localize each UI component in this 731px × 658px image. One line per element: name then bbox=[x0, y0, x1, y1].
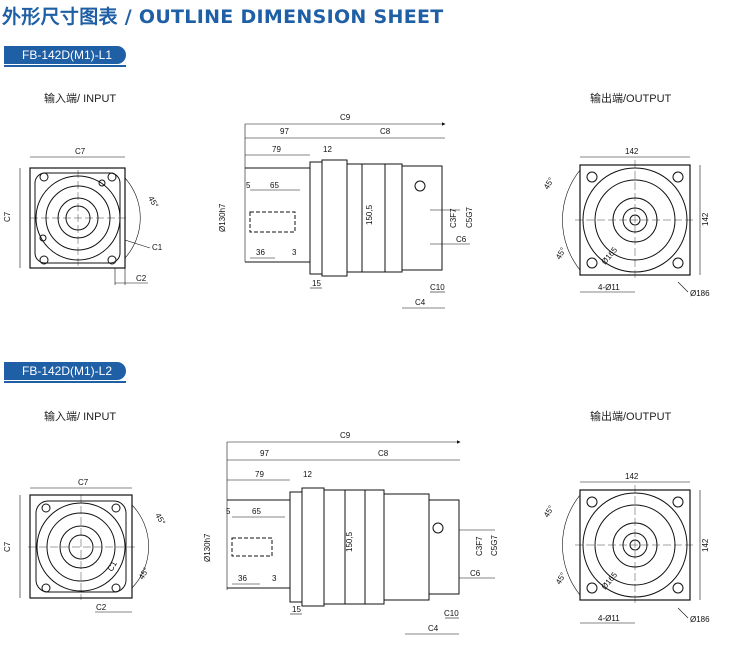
dim-142-side-l2: 142 bbox=[701, 538, 710, 552]
side-view-l1: C9 97 C8 79 12 5 65 Ø130h7 150,5 36 3 15… bbox=[218, 113, 474, 309]
dim-angle-out2-l1: 45° bbox=[554, 246, 568, 261]
dim-c7-side: C7 bbox=[3, 211, 12, 222]
dim-angle-out2-l2: 45° bbox=[554, 571, 568, 586]
dim-c9-l1: C9 bbox=[340, 113, 351, 122]
dim-3-l2: 3 bbox=[272, 574, 277, 583]
dim-c7-side-l2: C7 bbox=[3, 541, 12, 552]
dim-c2-l2: C2 bbox=[96, 603, 107, 612]
dim-11-l1: 4-Ø11 bbox=[598, 283, 620, 292]
dim-79-l1: 79 bbox=[272, 145, 281, 154]
dim-3-l1: 3 bbox=[292, 248, 297, 257]
dim-c4-l1: C4 bbox=[415, 298, 426, 307]
input-front-view-l2: C7 C7 45° 45° C1 C2 bbox=[3, 478, 167, 613]
dim-c7-top-l2: C7 bbox=[78, 478, 89, 487]
output-front-view-l2: 142 142 45° 45° Ø165 4-Ø11 Ø186 bbox=[542, 472, 710, 624]
input-label-l2: 输入端/ INPUT bbox=[44, 411, 117, 423]
dim-c5-l2: C5G7 bbox=[490, 535, 499, 556]
dim-angle-l2: 45° bbox=[153, 512, 167, 527]
dim-c10-l1: C10 bbox=[430, 283, 445, 292]
dim-c3-l1: C3F7 bbox=[449, 208, 458, 228]
dim-79-l2: 79 bbox=[255, 470, 264, 479]
output-label-l2: 输出端/OUTPUT bbox=[590, 411, 672, 423]
dim-12-l2: 12 bbox=[303, 470, 312, 479]
dim-97-l1: 97 bbox=[280, 127, 289, 136]
dim-150-l1: 150,5 bbox=[365, 204, 374, 225]
dim-c3-l2: C3F7 bbox=[475, 536, 484, 556]
dim-angle-out-l2: 45° bbox=[542, 504, 556, 519]
dim-angle-l1: 45° bbox=[146, 195, 160, 210]
dim-12-l1: 12 bbox=[323, 145, 332, 154]
dim-c8-l2: C8 bbox=[378, 449, 389, 458]
dim-c4-l2: C4 bbox=[428, 624, 439, 633]
dim-186-l1: Ø186 bbox=[690, 289, 710, 298]
dim-c1-l2: C1 bbox=[106, 559, 119, 573]
output-label-l1: 输出端/OUTPUT bbox=[590, 93, 672, 105]
dim-c1-l1: C1 bbox=[152, 243, 163, 252]
dim-15-l2: 15 bbox=[292, 605, 301, 614]
dim-c2-l1: C2 bbox=[136, 274, 147, 283]
output-front-view-l1: 142 142 45° 45° Ø165 4-Ø11 Ø186 bbox=[542, 147, 710, 298]
dim-c8-l1: C8 bbox=[380, 127, 391, 136]
dim-c5-l1: C5G7 bbox=[465, 207, 474, 228]
dim-c9-l2: C9 bbox=[340, 431, 351, 440]
dim-142-top-l1: 142 bbox=[625, 147, 639, 156]
dim-142-top-l2: 142 bbox=[625, 472, 639, 481]
dim-186-l2: Ø186 bbox=[690, 615, 710, 624]
dim-15-l1: 15 bbox=[312, 279, 321, 288]
dim-angle2-l2: 45° bbox=[137, 566, 151, 581]
dim-150-l2: 150,5 bbox=[345, 531, 354, 552]
dim-c7-top: C7 bbox=[75, 147, 86, 156]
input-front-view-l1: C7 C7 45° C1 C2 bbox=[3, 147, 163, 285]
dim-142-side-l1: 142 bbox=[701, 212, 710, 226]
dim-5-l1: 5 bbox=[246, 181, 251, 190]
dim-97-l2: 97 bbox=[260, 449, 269, 458]
model-badge-l1: FB-142D(M1)-L1 bbox=[4, 46, 127, 67]
dim-5-l2: 5 bbox=[226, 507, 231, 516]
side-view-l2: C9 97 C8 79 12 5 65 Ø130h7 150,5 36 3 15… bbox=[203, 431, 499, 635]
dim-angle-out-l1: 45° bbox=[542, 176, 556, 191]
dim-c6-l1: C6 bbox=[456, 235, 467, 244]
dim-36-l1: 36 bbox=[256, 248, 265, 257]
dim-65-l1: 65 bbox=[270, 181, 279, 190]
dim-130-l2: Ø130h7 bbox=[203, 533, 212, 562]
dim-c6-l2: C6 bbox=[470, 569, 481, 578]
dim-65-l2: 65 bbox=[252, 507, 261, 516]
dim-c10-l2: C10 bbox=[444, 609, 459, 618]
dim-36-l2: 36 bbox=[238, 574, 247, 583]
dim-130-l1: Ø130h7 bbox=[218, 203, 227, 232]
dim-11-l2: 4-Ø11 bbox=[598, 614, 620, 623]
input-label-l1: 输入端/ INPUT bbox=[44, 93, 117, 105]
page-title: 外形尺寸图表 / OUTLINE DIMENSION SHEET bbox=[2, 6, 444, 28]
model-badge-l2: FB-142D(M1)-L2 bbox=[4, 362, 127, 383]
